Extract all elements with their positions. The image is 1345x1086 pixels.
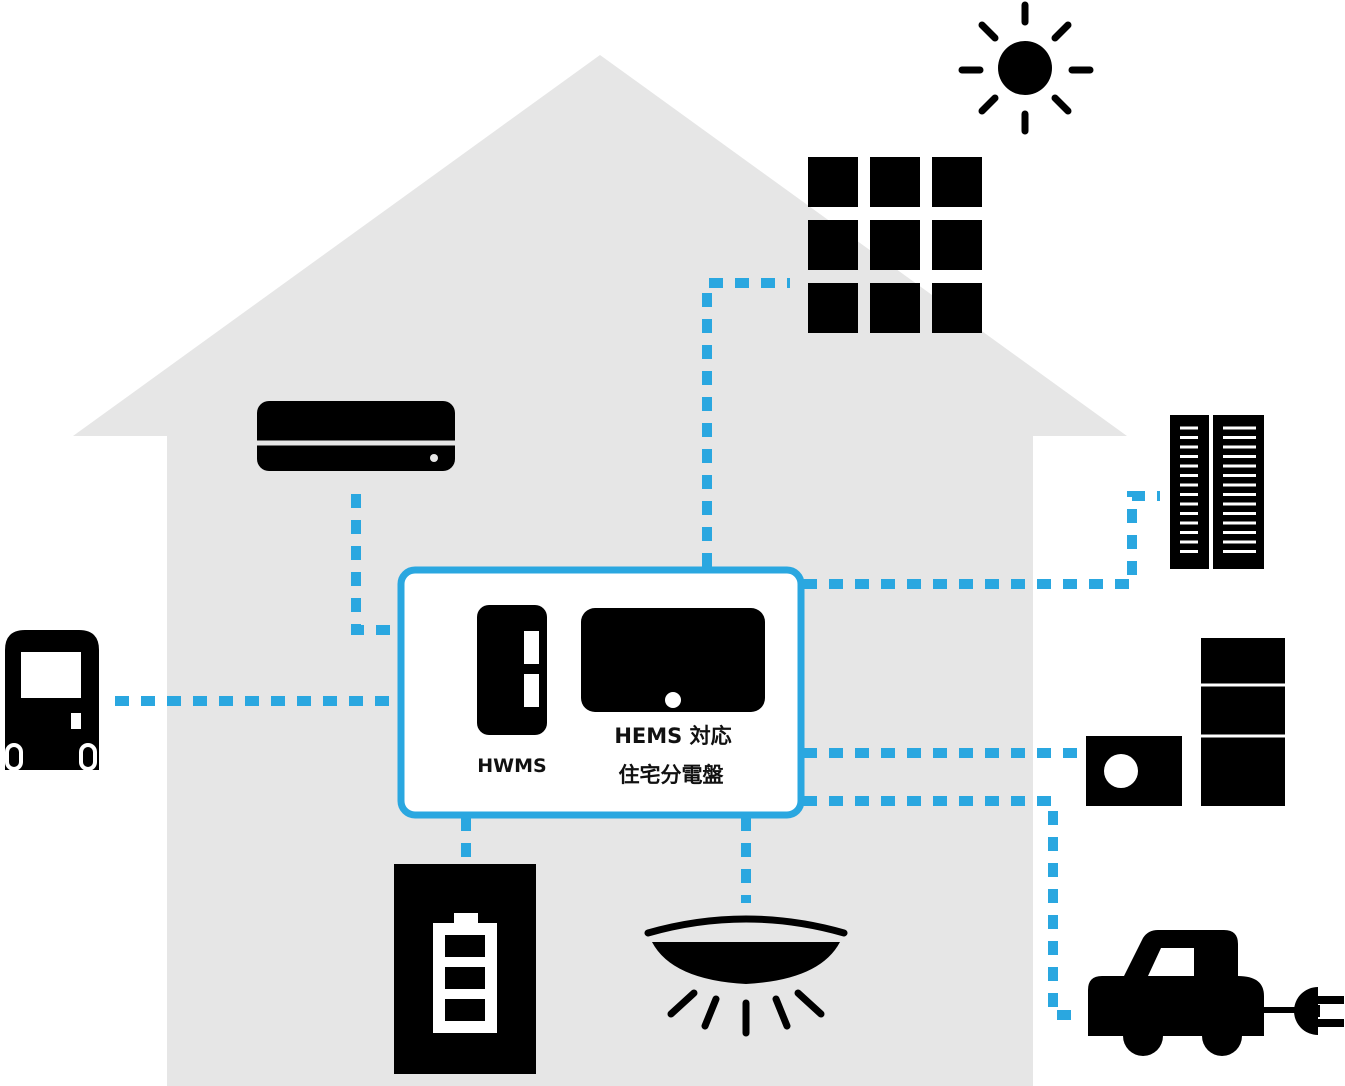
plug-icon [1294, 987, 1344, 1035]
hems-label-line2: 住宅分電盤 [619, 763, 725, 787]
solar-panel-icon [808, 157, 982, 333]
hub-board: HWMS HEMS 対応 住宅分電盤 [397, 566, 805, 819]
ceiling-light-icon [644, 915, 848, 1037]
wire-solar [702, 278, 790, 567]
server-rack-icon [1170, 415, 1264, 569]
hems-label-line1: HEMS 対応 [614, 724, 731, 748]
hems-panel-icon [581, 608, 765, 712]
air-conditioner-icon [257, 401, 455, 471]
wire-server-rack [803, 491, 1160, 589]
sun-icon [958, 1, 1094, 135]
electric-vehicle-icon [1088, 930, 1298, 1056]
heat-pump-icon [1086, 638, 1285, 806]
wire-ev [803, 796, 1080, 1020]
connection-wires [115, 278, 1160, 1020]
hwms-label: HWMS [477, 755, 546, 777]
storage-battery-icon [394, 864, 536, 1074]
water-heater-icon [5, 630, 99, 771]
hwms-device-icon [477, 605, 547, 735]
wire-aircon [351, 494, 400, 635]
